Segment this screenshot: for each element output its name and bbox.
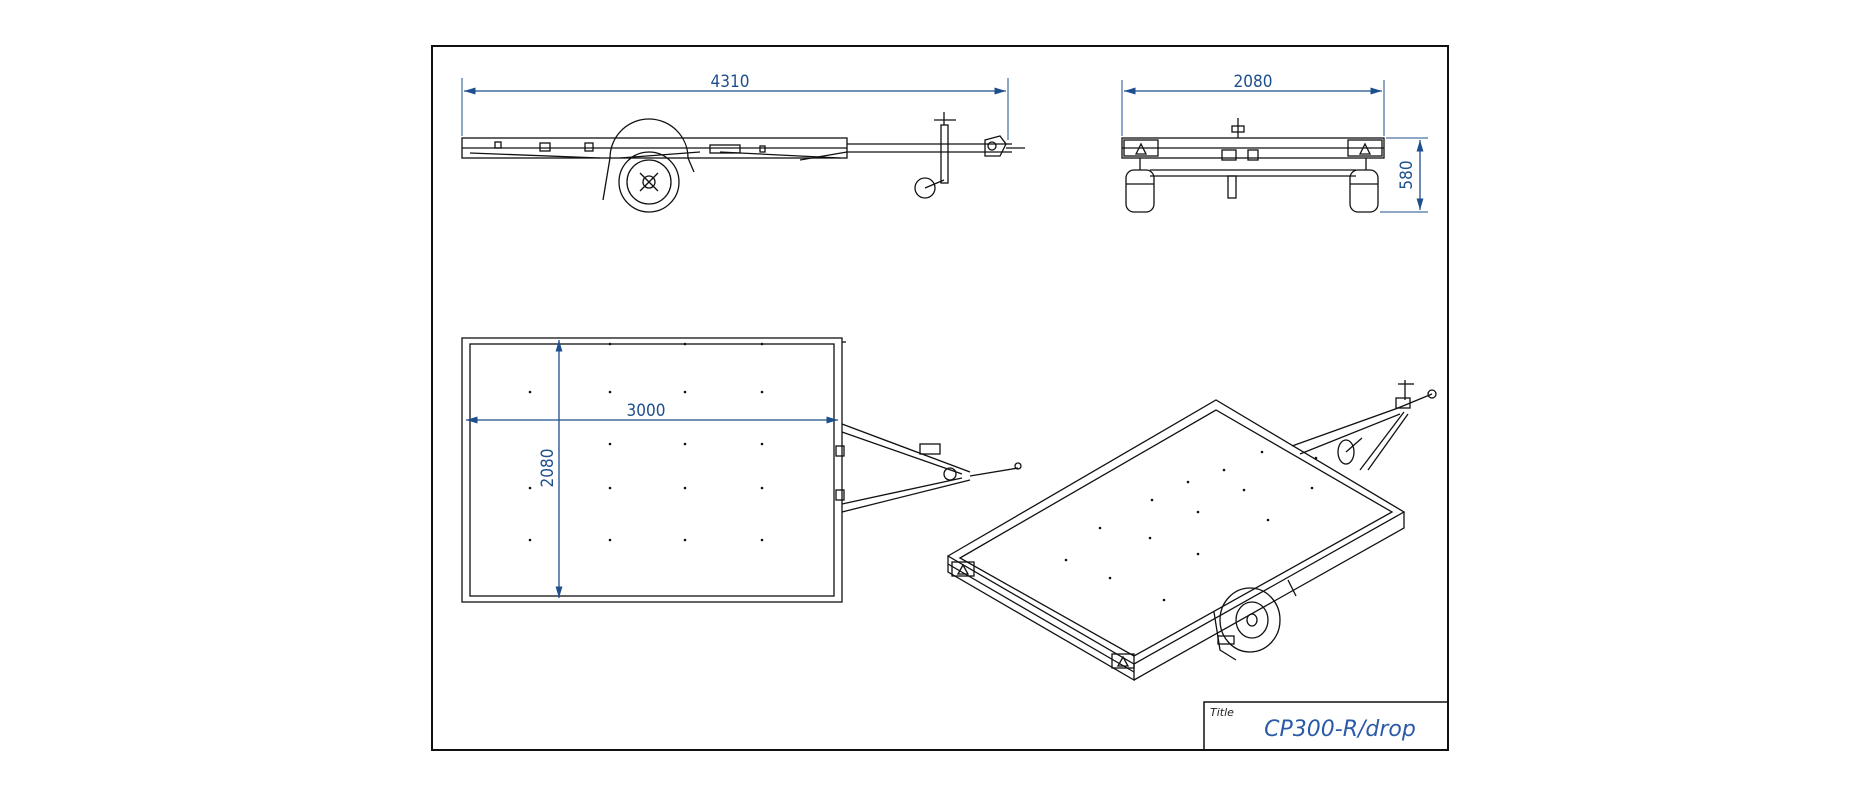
- dimension-top-length: 3000: [466, 401, 838, 424]
- dimension-label-rear-width: 2080: [1234, 72, 1273, 92]
- dimension-label-side-length: 4310: [711, 72, 750, 92]
- rear-view: [1121, 118, 1385, 213]
- isometric-view: [946, 380, 1437, 682]
- dimension-label-rear-height: 580: [1397, 160, 1417, 189]
- title-value: CP300-R/drop: [1264, 717, 1416, 742]
- title-block: Title CP300-R/drop: [1203, 701, 1449, 751]
- dimension-label-top-length: 3000: [627, 401, 666, 421]
- dimension-rear-height: 580: [1380, 137, 1428, 213]
- side-view: [461, 112, 1025, 213]
- top-view: [461, 337, 1022, 603]
- dimension-side-length: 4310: [461, 72, 1009, 140]
- drawing-border: [431, 45, 1449, 751]
- dimension-label-top-width: 2080: [538, 449, 558, 488]
- dimension-rear-width: 2080: [1121, 72, 1385, 136]
- title-label: Title: [1210, 706, 1234, 719]
- dimension-top-width: 2080: [538, 340, 563, 598]
